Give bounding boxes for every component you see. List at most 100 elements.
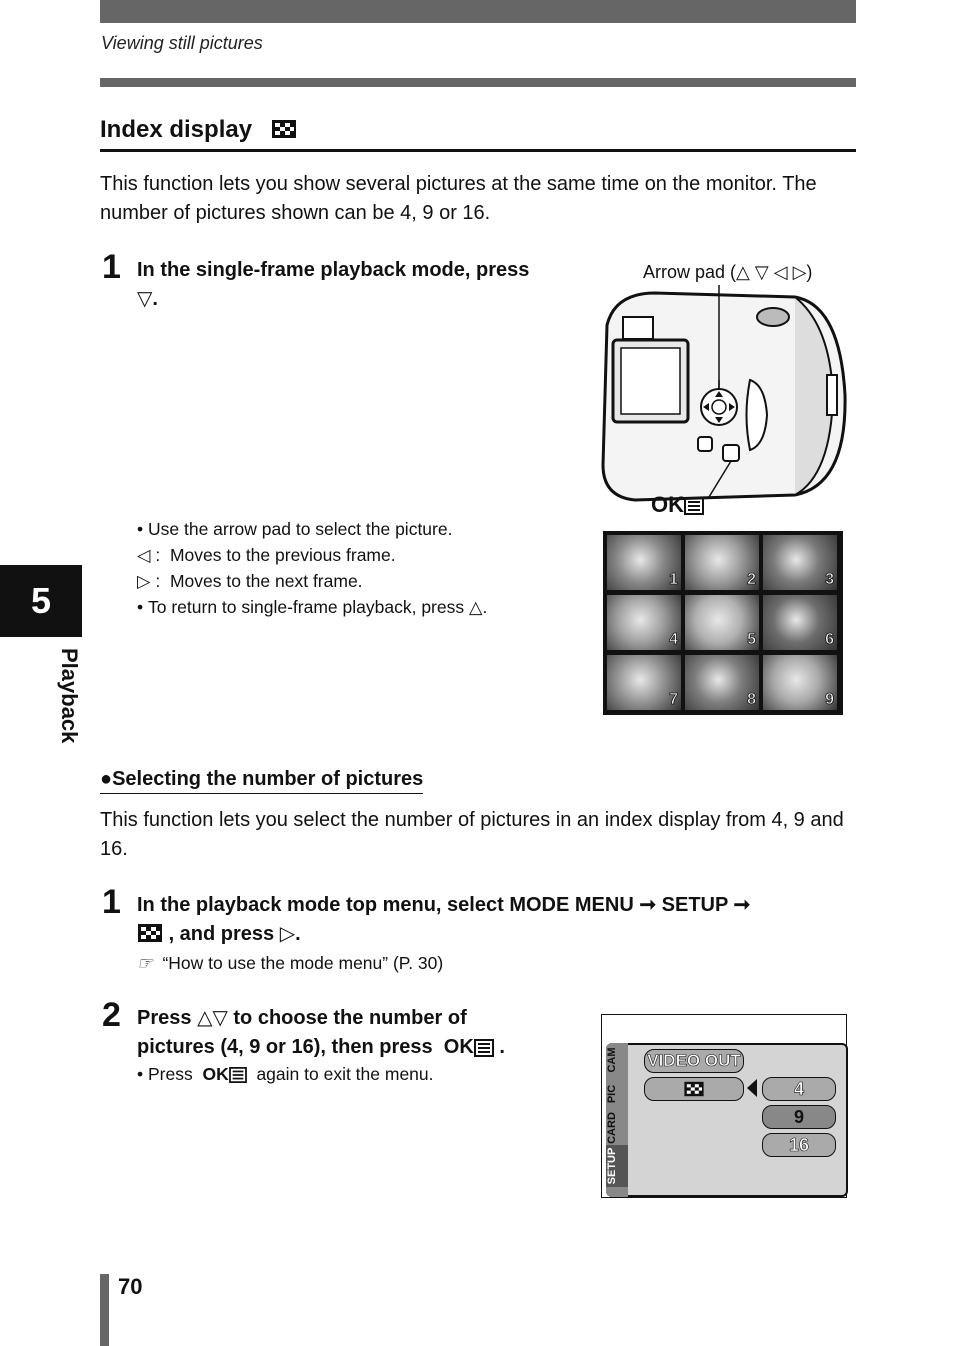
arrow-triangles-icon: △ ▽ ◁ ▷	[736, 262, 807, 282]
section-rule	[100, 149, 856, 152]
step-number: 1	[102, 883, 121, 921]
thumbnail-1[interactable]: 1	[607, 535, 681, 590]
index-grid-icon	[271, 119, 296, 138]
chapter-tab: 5	[0, 565, 82, 637]
arrow-pad-close: )	[806, 262, 813, 282]
step-line: pictures (4, 9 or 16), then press	[137, 1036, 433, 1058]
subsection-title-text: Selecting the number of pictures	[112, 768, 424, 790]
ok-text: OK	[651, 492, 684, 517]
thumbnail-2[interactable]: 2	[685, 535, 759, 590]
bullet-text: Moves to the previous frame.	[169, 545, 396, 565]
menu-tab-card: CARD	[606, 1112, 618, 1144]
thumbnail-4[interactable]: 4	[607, 595, 681, 650]
up-triangle-icon: △	[469, 597, 483, 617]
bullet-text: Press	[148, 1064, 193, 1084]
ok-text: OK	[202, 1064, 229, 1084]
menu-item-video-out: VIDEO OUT	[644, 1049, 744, 1073]
right-triangle-icon: ▷	[137, 571, 151, 591]
arrow-right-icon: ➞	[639, 894, 657, 916]
thumbnail-number: 2	[747, 571, 757, 589]
section-title-text: Index display	[100, 116, 253, 143]
step-line: In the playback mode top menu, select MO…	[137, 894, 634, 916]
left-triangle-icon: ◁	[137, 545, 151, 565]
selection-pointer-icon	[747, 1079, 757, 1097]
thumbnail-7[interactable]: 7	[607, 655, 681, 710]
bullet-text: again to exit the menu.	[256, 1064, 434, 1084]
step-number: 2	[102, 996, 121, 1034]
option-4[interactable]: 4	[762, 1077, 836, 1101]
thumbnail-3[interactable]: 3	[763, 535, 837, 590]
step-line-end: .	[152, 288, 158, 310]
chapter-label: Playback	[57, 648, 82, 744]
menu-tab-setup: SETUP	[606, 1145, 628, 1187]
bullet-sep: :	[155, 545, 161, 565]
section-title: Index display	[100, 116, 297, 144]
step-text: Press △▽ to choose the number of picture…	[137, 1004, 577, 1062]
step-line-end: .	[499, 1036, 505, 1058]
bullet-item: ▷ : Moves to the next frame.	[137, 568, 577, 594]
reference-note: ☞ “How to use the mode menu” (P. 30)	[137, 950, 443, 976]
thumbnail-number: 1	[669, 571, 679, 589]
bullet-sep: :	[155, 571, 161, 591]
thumbnail-number: 4	[669, 631, 679, 649]
thumbnail-number: 9	[825, 691, 835, 709]
arrow-right-icon: ➞	[733, 894, 751, 916]
pointing-hand-icon: ☞	[137, 953, 153, 973]
bullet-text: Moves to the next frame.	[169, 571, 363, 591]
subsection-title: ●Selecting the number of pictures	[100, 768, 424, 794]
header-bar	[100, 0, 856, 23]
step-line-end: .	[295, 923, 301, 945]
bullet-end: .	[482, 597, 488, 617]
intro-paragraph: This function lets you show several pict…	[100, 173, 817, 224]
bullet-text: To return to single-frame playback, pres…	[148, 597, 465, 617]
step-text: In the playback mode top menu, select MO…	[137, 891, 857, 949]
menu-screen: CAM PIC CARD SETUP VIDEO OUT 4 9 16	[601, 1014, 848, 1198]
arrow-pad-text: Arrow pad (	[643, 262, 737, 282]
bullet-item: • To return to single-frame playback, pr…	[137, 597, 488, 617]
running-title: Viewing still pictures	[101, 33, 263, 53]
step-line: , and press	[168, 923, 275, 945]
ok-text: OK	[443, 1036, 474, 1058]
menu-item-index	[644, 1077, 744, 1101]
header-rule	[100, 78, 856, 87]
bullet-item: • Use the arrow pad to select the pictur…	[137, 519, 453, 539]
step-line: Press	[137, 1007, 192, 1029]
thumbnail-number: 5	[747, 631, 757, 649]
menu-list-icon	[228, 1067, 247, 1084]
chapter-label-wrap: Playback	[52, 648, 92, 768]
option-9[interactable]: 9	[762, 1105, 836, 1129]
menu-list-icon	[473, 1038, 494, 1057]
step-line: In the single-frame playback mode, press	[137, 259, 530, 281]
thumbnail-5[interactable]: 5	[685, 595, 759, 650]
option-16[interactable]: 16	[762, 1133, 836, 1157]
step-line: SETUP	[661, 894, 728, 916]
ok-label: OK	[651, 492, 704, 518]
down-triangle-icon: ▽	[137, 288, 153, 310]
arrow-pad-label: Arrow pad (△ ▽ ◁ ▷)	[643, 262, 812, 283]
bullet-text: Use the arrow pad to select the picture.	[148, 519, 453, 539]
up-down-triangle-icon: △▽	[197, 1007, 228, 1029]
step-number: 1	[102, 248, 121, 286]
bullet-item: ◁ : Moves to the previous frame.	[137, 542, 577, 568]
step-text: In the single-frame playback mode, press…	[137, 256, 587, 314]
menu-list-icon	[684, 497, 704, 516]
right-triangle-icon: ▷	[279, 923, 296, 945]
thumbnail-6[interactable]: 6	[763, 595, 837, 650]
reference-text: “How to use the mode menu” (P. 30)	[162, 953, 444, 973]
index-grid-icon	[138, 923, 162, 942]
step-line: to choose the number of	[233, 1007, 467, 1029]
thumbnail-9[interactable]: 9	[763, 655, 837, 710]
camera-illustration	[601, 285, 847, 502]
bullet-list: • Use the arrow pad to select the pictur…	[137, 516, 577, 620]
thumbnail-number: 7	[669, 691, 679, 709]
index-grid-icon	[684, 1081, 704, 1097]
bullet-dot-icon: ●	[100, 768, 113, 790]
menu-tab-cam: CAM	[606, 1047, 618, 1073]
page-number: 70	[118, 1274, 143, 1299]
page-number-bar	[100, 1274, 109, 1346]
bullet-item: • Press OK again to exit the menu.	[137, 1064, 434, 1084]
sub-intro-paragraph: This function lets you select the number…	[100, 809, 844, 860]
menu-tab-pic: PIC	[606, 1084, 618, 1104]
thumbnail-8[interactable]: 8	[685, 655, 759, 710]
